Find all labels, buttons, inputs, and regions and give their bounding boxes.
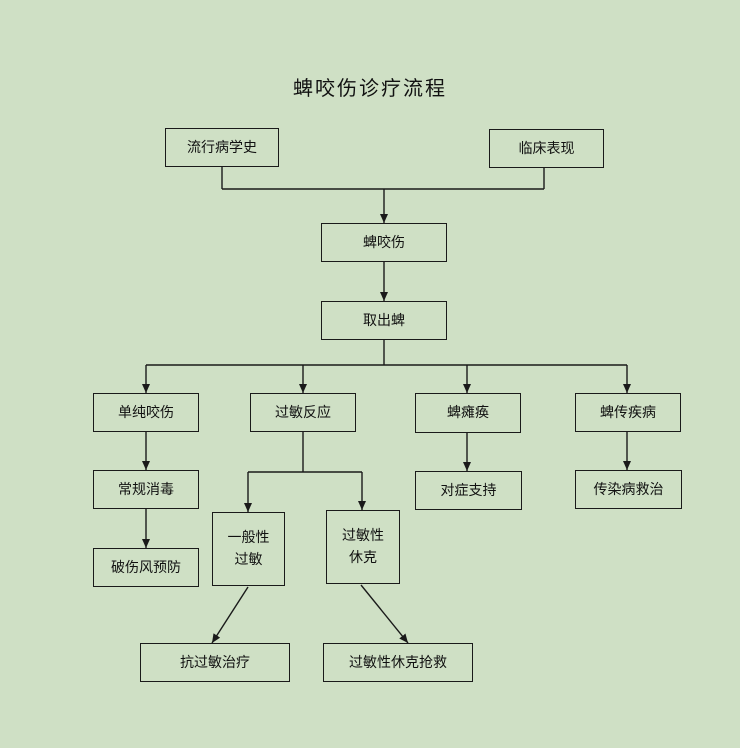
node-label-line-2: 休克: [349, 550, 377, 566]
node-epidemiology: 流行病学史: [165, 128, 279, 167]
node-label-line-1: 过敏性: [342, 528, 384, 544]
node-label: 蜱咬伤: [363, 234, 405, 251]
node-anti-allergy: 抗过敏治疗: [140, 643, 290, 682]
node-label-line-2: 过敏: [234, 552, 263, 568]
node-disinfection: 常规消毒: [93, 470, 199, 509]
node-label: 蜱传疾病: [600, 404, 656, 421]
node-anaphylaxis: 过敏性 休克: [326, 510, 400, 584]
node-shock-rescue: 过敏性休克抢救: [323, 643, 473, 682]
node-general-allergy: 一般性 过敏: [212, 512, 285, 586]
node-infectious-treatment: 传染病救治: [575, 470, 682, 509]
node-symptomatic: 对症支持: [415, 471, 522, 510]
node-label: 破伤风预防: [111, 559, 181, 576]
node-label: 过敏反应: [275, 404, 331, 421]
node-label: 取出蜱: [363, 312, 405, 329]
node-tetanus: 破伤风预防: [93, 548, 199, 587]
node-tick-disease: 蜱传疾病: [575, 393, 681, 432]
diagram-title: 蜱咬伤诊疗流程: [293, 76, 447, 100]
node-remove-tick: 取出蜱: [321, 301, 447, 340]
node-label: 抗过敏治疗: [180, 654, 250, 671]
arrow-to-anti-allergy: [211, 586, 249, 644]
node-label: 单纯咬伤: [118, 404, 174, 421]
node-label: 过敏性休克抢救: [349, 654, 447, 671]
arrow-to-shock-rescue: [360, 584, 409, 644]
node-label: 流行病学史: [187, 139, 257, 156]
node-paralysis: 蜱瘫痪: [415, 393, 521, 433]
node-label: 对症支持: [440, 482, 497, 499]
node-tick-bite: 蜱咬伤: [321, 223, 447, 262]
node-label: 常规消毒: [118, 481, 174, 498]
node-clinical: 临床表现: [489, 129, 604, 168]
node-simple-bite: 单纯咬伤: [93, 393, 199, 432]
node-label: 传染病救治: [593, 481, 664, 498]
node-allergy: 过敏反应: [250, 393, 356, 432]
node-label: 蜱瘫痪: [447, 405, 489, 421]
node-label-line-1: 一般性: [227, 530, 270, 546]
node-label: 临床表现: [518, 140, 575, 157]
